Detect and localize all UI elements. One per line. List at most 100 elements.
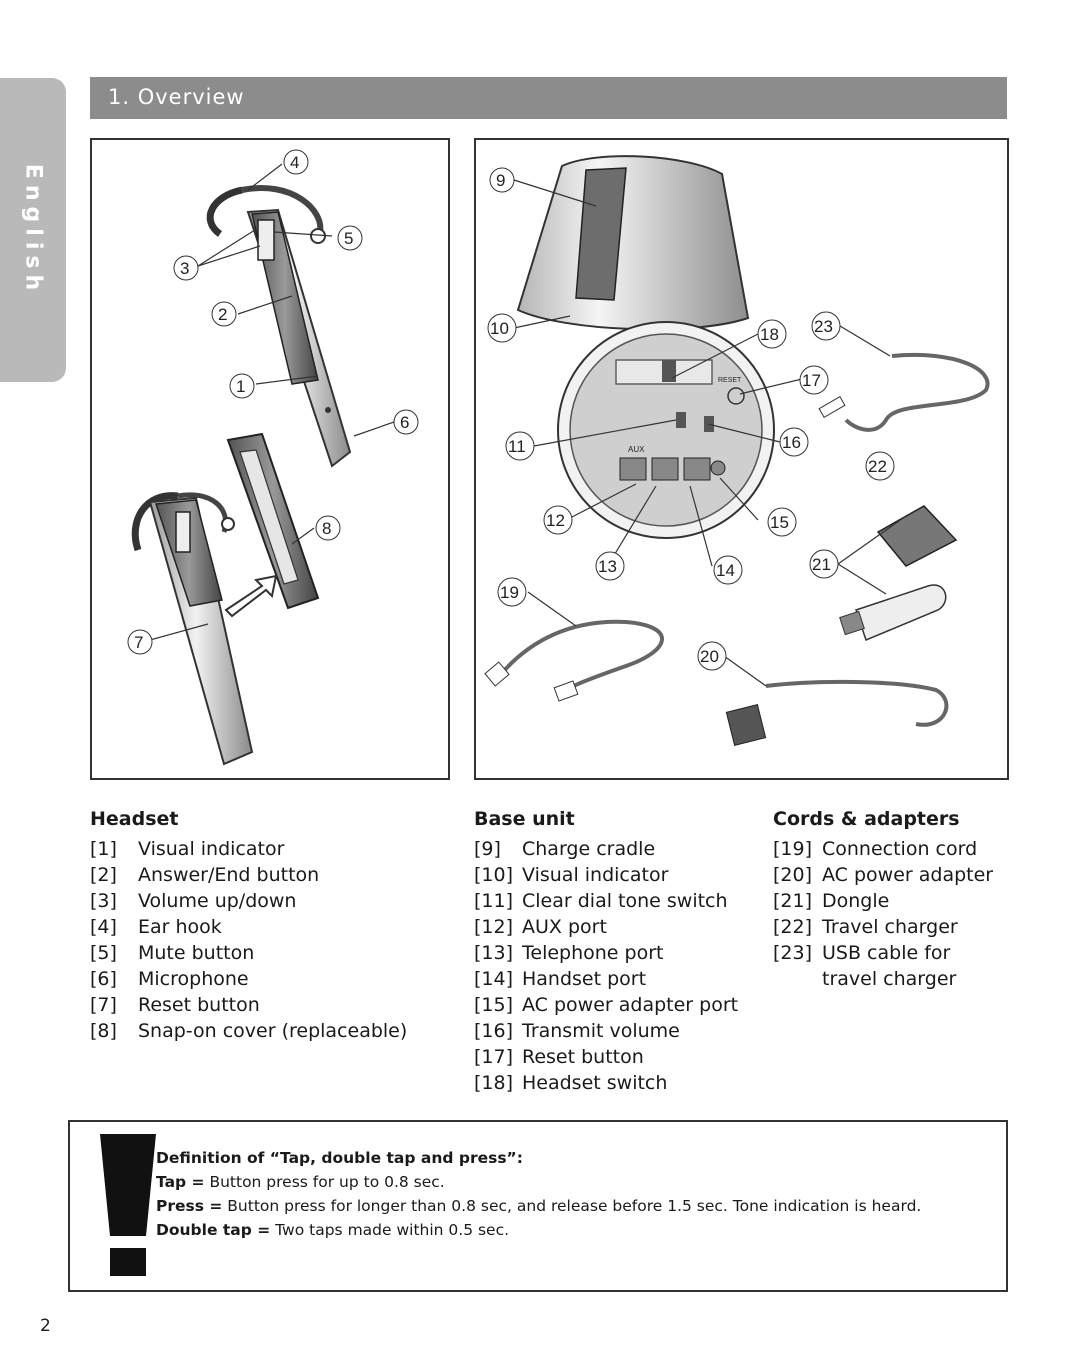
- page-number: 2: [40, 1316, 51, 1336]
- tap-text: Button press for up to 0.8 sec.: [209, 1173, 445, 1191]
- aux-label: AUX: [628, 445, 645, 454]
- item-label: Reset button: [138, 994, 260, 1016]
- headset-list: Headset [1]Visual indicator[2] Answer/End…: [90, 808, 450, 1044]
- item-label: Dongle: [822, 890, 890, 912]
- section-header: 1. Overview: [90, 77, 1007, 119]
- item-number: [10]: [474, 864, 514, 886]
- note-text: Definition of “Tap, double tap and press…: [156, 1146, 921, 1242]
- callout-15: 15: [770, 513, 789, 532]
- callout-8: 8: [322, 519, 331, 538]
- item-number: [19]: [773, 838, 813, 860]
- callout-19: 19: [500, 583, 519, 602]
- item-label: Volume up/down: [138, 890, 297, 912]
- list-item: [19] Connection cord: [773, 836, 1011, 862]
- callout-9: 9: [496, 171, 505, 190]
- base-unit-list: Base unit [9]Charge cradle[10]Visual ind…: [474, 808, 764, 1096]
- list-item: [23] USB cable for travel charger: [773, 940, 1011, 992]
- base-unit-heading: Base unit: [474, 808, 575, 830]
- headset-illustration: 4 5 3 2 1 6 8 7: [127, 149, 419, 766]
- list-item: [15] AC power adapter port: [474, 992, 764, 1018]
- item-label: Reset button: [522, 1046, 644, 1068]
- list-item: [18] Headset switch: [474, 1070, 764, 1096]
- item-label: Microphone: [138, 968, 249, 990]
- tap-term: Tap =: [156, 1173, 205, 1191]
- press-text: Button press for longer than 0.8 sec, an…: [227, 1197, 922, 1215]
- list-item: [10]Visual indicator: [474, 862, 764, 888]
- item-label: Transmit volume: [522, 1020, 680, 1042]
- item-number: [3]: [90, 890, 117, 912]
- item-number: [22]: [773, 916, 813, 938]
- usb-cable-shape: [844, 353, 990, 432]
- cords-heading: Cords & adapters: [773, 808, 960, 830]
- callout-12: 12: [546, 511, 565, 530]
- list-item: [3] Volume up/down: [90, 888, 450, 914]
- item-label: Charge cradle: [522, 838, 656, 860]
- connection-cord-shape: [494, 619, 664, 693]
- item-label: AC power adapter port: [522, 994, 739, 1016]
- item-label: Snap-on cover (replaceable): [138, 1020, 408, 1042]
- double-tap-term: Double tap =: [156, 1221, 271, 1239]
- exclamation-icon: [100, 1134, 156, 1276]
- callout-4: 4: [290, 153, 299, 172]
- item-number: [1]: [90, 838, 117, 860]
- item-number: [4]: [90, 916, 117, 938]
- item-number: [11]: [474, 890, 514, 912]
- item-label: USB cable for travel charger: [822, 942, 957, 990]
- item-number: [5]: [90, 942, 117, 964]
- callout-5: 5: [344, 229, 353, 248]
- list-item: [22] Travel charger: [773, 914, 1011, 940]
- list-item: [1]Visual indicator: [90, 836, 450, 862]
- list-item: [12] AUX port: [474, 914, 764, 940]
- note-title: Definition of “Tap, double tap and press…: [156, 1149, 523, 1167]
- definition-note: Definition of “Tap, double tap and press…: [68, 1120, 1008, 1292]
- callout-22: 22: [868, 457, 887, 476]
- callout-10: 10: [490, 319, 509, 338]
- list-item: [7]Reset button: [90, 992, 450, 1018]
- callout-17: 17: [802, 371, 821, 390]
- list-item: [21] Dongle: [773, 888, 1011, 914]
- item-number: [2]: [90, 864, 117, 886]
- item-number: [21]: [773, 890, 813, 912]
- list-item: [4]Ear hook: [90, 914, 450, 940]
- headset-figure: 4 5 3 2 1 6 8 7: [90, 138, 450, 780]
- callout-6: 6: [400, 413, 409, 432]
- list-item: [9]Charge cradle: [474, 836, 764, 862]
- press-term: Press =: [156, 1197, 223, 1215]
- cords-list: Cords & adapters [19]Connection cord[20]…: [773, 808, 1011, 992]
- item-number: [20]: [773, 864, 813, 886]
- item-number: [23]: [773, 942, 813, 964]
- list-item: [16] Transmit volume: [474, 1018, 764, 1044]
- base-unit-illustration: RESET AUX 9: [484, 155, 990, 746]
- callout-23: 23: [814, 317, 833, 336]
- list-item: [8]Snap-on cover (replaceable): [90, 1018, 450, 1044]
- language-tab[interactable]: English: [0, 78, 66, 382]
- list-item: [17]Reset button: [474, 1044, 764, 1070]
- callout-2: 2: [218, 305, 227, 324]
- reset-label: RESET: [718, 377, 742, 384]
- item-label: Connection cord: [822, 838, 978, 860]
- item-number: [18]: [474, 1072, 514, 1094]
- headset-heading: Headset: [90, 808, 179, 830]
- item-label: Answer/End button: [138, 864, 320, 886]
- callout-14: 14: [716, 561, 735, 580]
- section-title: 1. Overview: [108, 85, 245, 109]
- item-label: AC power adapter: [822, 864, 994, 886]
- double-tap-text: Two taps made within 0.5 sec.: [275, 1221, 510, 1239]
- callout-1: 1: [236, 377, 245, 396]
- item-number: [15]: [474, 994, 514, 1016]
- callout-7: 7: [134, 633, 143, 652]
- list-item: [11]Clear dial tone switch: [474, 888, 764, 914]
- attach-arrow-icon: [224, 574, 278, 618]
- list-item: [20] AC power adapter: [773, 862, 1011, 888]
- language-tab-label: English: [20, 163, 46, 297]
- item-number: [16]: [474, 1020, 514, 1042]
- callout-3: 3: [180, 259, 189, 278]
- callout-20: 20: [700, 647, 719, 666]
- item-label: Travel charger: [822, 916, 958, 938]
- item-number: [12]: [474, 916, 514, 938]
- item-label: AUX port: [522, 916, 607, 938]
- item-label: Headset switch: [522, 1072, 668, 1094]
- item-label: Telephone port: [522, 942, 664, 964]
- item-label: Handset port: [522, 968, 647, 990]
- callout-18: 18: [760, 325, 779, 344]
